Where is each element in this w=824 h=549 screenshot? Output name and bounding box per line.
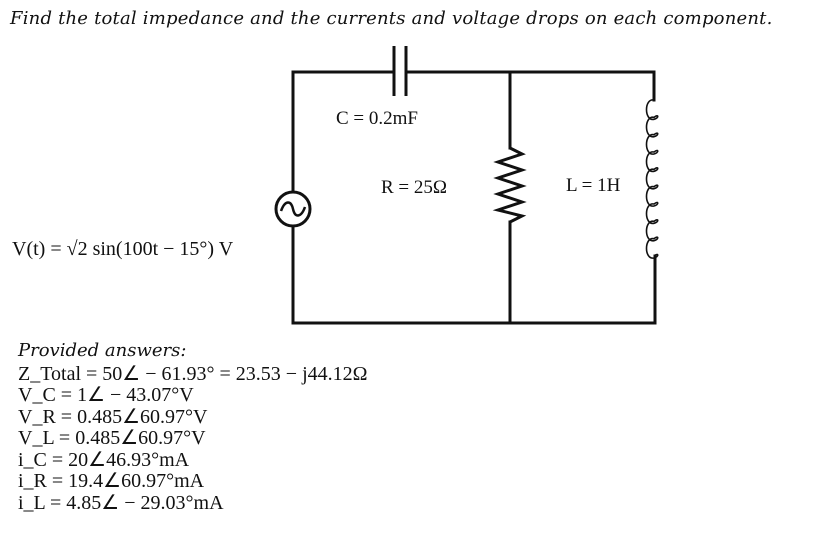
source-voltage-label: V(t) = √2 sin(100t − 15°) V	[12, 238, 234, 260]
wire-top-right	[406, 70, 656, 102]
problem-statement: Find the total impedance and the current…	[10, 8, 773, 29]
capacitor-symbol	[392, 46, 408, 96]
answer-i-r: i_R = 19.4∠60.97°mA	[18, 470, 205, 492]
answers-heading: Provided answers:	[18, 340, 187, 361]
inductor-label: L = 1H	[566, 175, 621, 196]
ac-source-symbol	[274, 190, 312, 228]
provided-answers: Provided answers: Z_Total = 50∠ − 61.93°…	[18, 340, 368, 514]
resistor-label: R = 25Ω	[381, 177, 448, 198]
resistor-symbol	[492, 146, 527, 224]
wire-bottom	[291, 254, 657, 325]
capacitor-label: C = 0.2mF	[336, 108, 418, 129]
answer-i-c: i_C = 20∠46.93°mA	[18, 448, 190, 471]
answer-z-total: Z_Total = 50∠ − 61.93° = 23.53 − j44.12Ω	[18, 362, 368, 385]
answer-v-l: V_L = 0.485∠60.97°V	[18, 427, 206, 449]
answer-i-l: i_L = 4.85∠ − 29.03°mA	[18, 491, 224, 514]
inductor-symbol	[645, 99, 659, 259]
answer-v-c: V_C = 1∠ − 43.07°V	[18, 384, 194, 406]
answer-v-r: V_R = 0.485∠60.97°V	[18, 405, 208, 428]
